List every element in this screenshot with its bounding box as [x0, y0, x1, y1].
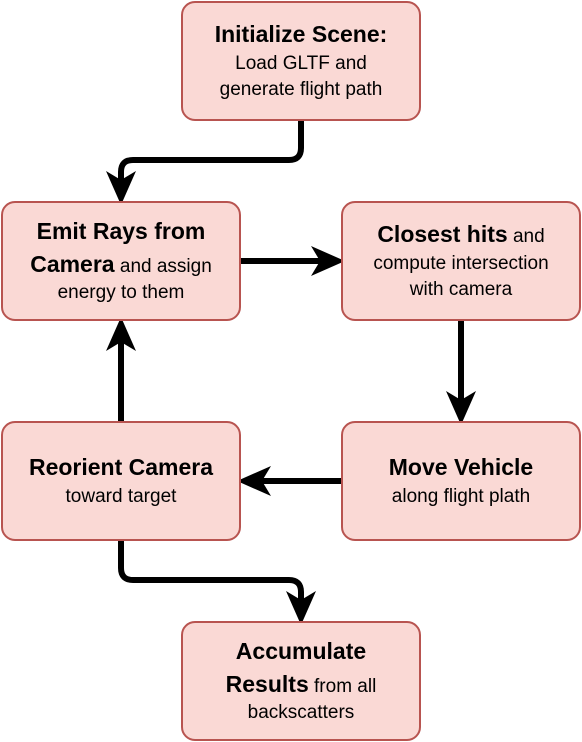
node-initialize-scene-text: Initialize Scene: Load GLTF and generate…: [215, 18, 388, 105]
arrow-init-to-emit: [106, 121, 304, 205]
node-move-vehicle-title: Move Vehicle: [388, 454, 534, 481]
node-accumulate-results-line2-rest: from all: [308, 675, 377, 697]
node-accumulate-results: Accumulate Results from all backscatters: [181, 621, 421, 741]
node-initialize-scene-title: Initialize Scene:: [214, 20, 388, 47]
node-reorient-camera-title: Reorient Camera: [28, 454, 214, 481]
node-accumulate-results-title: Accumulate: [235, 637, 367, 664]
node-initialize-scene-line3: generate flight path: [219, 79, 383, 101]
node-reorient-camera-line2: toward target: [65, 486, 177, 507]
node-accumulate-results-text: Accumulate Results from all backscatters: [226, 635, 377, 728]
node-initialize-scene-line2: Load GLTF and: [235, 52, 367, 74]
node-move-vehicle: Move Vehicle along flight plath: [341, 421, 581, 541]
node-closest-hits-text: Closest hits and compute intersection wi…: [373, 218, 548, 305]
node-emit-rays-line3: energy to them: [57, 282, 185, 304]
node-closest-hits-title: Closest hits: [377, 220, 508, 247]
node-reorient-camera-text: Reorient Camera toward target: [29, 451, 213, 511]
node-closest-hits-line3: with camera: [409, 279, 513, 301]
node-closest-hits: Closest hits and compute intersection wi…: [341, 201, 581, 321]
node-reorient-camera: Reorient Camera toward target: [1, 421, 241, 541]
arrow-reorient-to-accumulate: [118, 541, 316, 625]
node-emit-rays-text: Emit Rays from Camera and assign energy …: [30, 215, 212, 308]
node-closest-hits-line2: compute intersection: [373, 252, 549, 274]
node-emit-rays-title-line2: Camera: [30, 250, 115, 277]
node-emit-rays: Emit Rays from Camera and assign energy …: [1, 201, 241, 321]
node-closest-hits-line1-rest: and: [507, 225, 545, 247]
node-accumulate-results-title-line2: Results: [225, 670, 309, 697]
node-accumulate-results-line3: backscatters: [247, 702, 355, 724]
node-emit-rays-line2-rest: and assign: [114, 255, 212, 277]
node-emit-rays-title: Emit Rays from: [36, 217, 206, 244]
node-move-vehicle-text: Move Vehicle along flight plath: [389, 451, 533, 511]
node-move-vehicle-line2: along flight plath: [391, 486, 531, 507]
node-initialize-scene: Initialize Scene: Load GLTF and generate…: [181, 1, 421, 121]
